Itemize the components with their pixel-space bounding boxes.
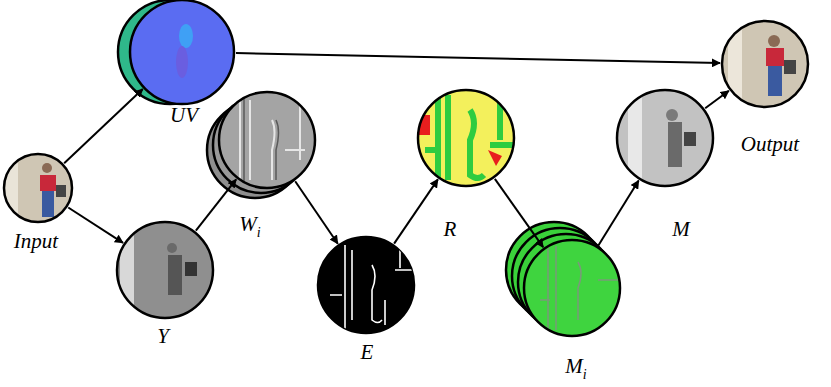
image-circle: Y [117,222,213,318]
symbol-text: M [565,354,583,378]
circle-label: Input [14,231,58,252]
circle-label: Wi [239,214,260,235]
image-circle: Input [4,154,72,222]
symbol-text: Y [157,324,169,348]
flow-arrow [236,53,720,63]
symbol-text: Output [741,132,799,156]
symbol-text: E [361,340,374,364]
image-circle: Wi [219,92,315,188]
subscript-text: i [583,367,587,382]
flow-arrow [295,181,338,243]
flow-arrow [394,179,438,243]
symbol-text: W [239,212,257,236]
flow-arrow [705,91,729,108]
subscript-text: i [257,225,261,240]
circle-label: Y [157,326,169,347]
flow-arrow [196,179,236,230]
image-circle: UV [130,0,234,104]
circle-label: E [361,342,374,363]
image-circle: Mi [524,240,620,336]
symbol-text: UV [170,103,198,127]
image-circle: E [318,237,414,333]
image-circle: R [418,90,514,186]
symbol-text: Input [14,229,58,253]
circle-label: R [444,219,457,240]
flow-arrow [64,89,143,163]
symbol-text: R [444,217,457,241]
image-circle: Output [722,21,808,107]
image-circle: M [617,90,713,186]
circle-label: M [672,219,690,240]
circle-label: Mi [565,356,586,377]
flow-arrow [68,208,123,243]
flow-arrow [495,179,543,247]
flow-arrow [598,180,638,245]
circle-label: UV [170,105,198,126]
circle-label: Output [741,134,799,155]
symbol-text: M [672,217,690,241]
